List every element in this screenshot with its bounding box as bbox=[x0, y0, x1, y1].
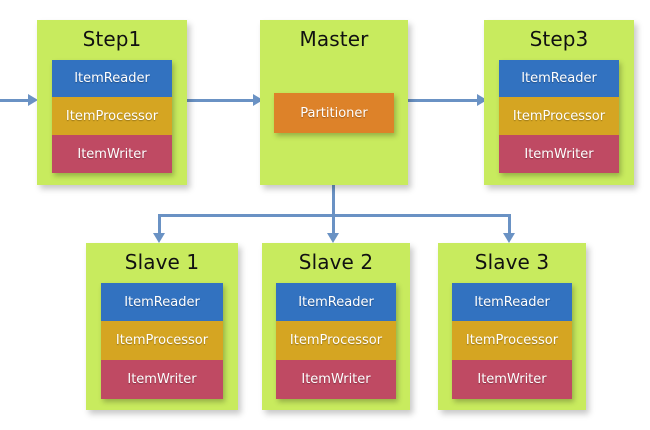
panel-step1-stack: ItemReader ItemProcessor ItemWriter bbox=[52, 60, 172, 173]
connector-master-to-slave2-arrowhead bbox=[327, 233, 339, 243]
connector-step1-to-master-line bbox=[186, 99, 262, 102]
connector-master-to-step3-arrowhead bbox=[477, 94, 487, 106]
panel-master-stack: Partitioner bbox=[274, 93, 394, 133]
connector-master-to-slave1-line bbox=[158, 214, 161, 236]
band-step1-itemreader[interactable]: ItemReader bbox=[52, 60, 172, 97]
panel-step1-title: Step1 bbox=[82, 27, 142, 51]
panel-slave2-stack: ItemReader ItemProcessor ItemWriter bbox=[276, 283, 396, 399]
panel-step1[interactable]: Step1 ItemReader ItemProcessor ItemWrite… bbox=[37, 20, 187, 185]
band-step1-itemwriter[interactable]: ItemWriter bbox=[52, 135, 172, 173]
panel-step3-stack: ItemReader ItemProcessor ItemWriter bbox=[499, 60, 619, 173]
band-slave1-itemprocessor[interactable]: ItemProcessor bbox=[101, 321, 223, 360]
panel-slave1-stack: ItemReader ItemProcessor ItemWriter bbox=[101, 283, 223, 399]
band-slave3-itemreader[interactable]: ItemReader bbox=[452, 283, 572, 321]
connector-step1-to-master-arrowhead bbox=[253, 94, 263, 106]
band-slave2-itemprocessor[interactable]: ItemProcessor bbox=[276, 321, 396, 360]
connector-master-to-slave1-arrowhead bbox=[153, 233, 165, 243]
panel-master-title: Master bbox=[299, 27, 369, 51]
band-step1-itemprocessor[interactable]: ItemProcessor bbox=[52, 97, 172, 135]
connector-master-stem bbox=[332, 184, 335, 216]
band-slave1-itemreader[interactable]: ItemReader bbox=[101, 283, 223, 321]
band-slave2-itemwriter[interactable]: ItemWriter bbox=[276, 360, 396, 399]
panel-slave3[interactable]: Slave 3 ItemReader ItemProcessor ItemWri… bbox=[438, 243, 586, 410]
panel-slave1-title: Slave 1 bbox=[124, 250, 200, 274]
band-slave3-itemwriter[interactable]: ItemWriter bbox=[452, 360, 572, 399]
band-step3-itemwriter[interactable]: ItemWriter bbox=[499, 135, 619, 173]
panel-step3-title: Step3 bbox=[529, 27, 589, 51]
connector-master-to-slave2-line bbox=[332, 214, 335, 236]
connector-entry-to-step1-arrowhead bbox=[28, 94, 38, 106]
connector-entry-to-step1-line bbox=[0, 99, 34, 102]
panel-slave3-stack: ItemReader ItemProcessor ItemWriter bbox=[452, 283, 572, 399]
panel-master[interactable]: Master Partitioner bbox=[260, 20, 408, 185]
band-slave1-itemwriter[interactable]: ItemWriter bbox=[101, 360, 223, 399]
panel-step3[interactable]: Step3 ItemReader ItemProcessor ItemWrite… bbox=[484, 20, 634, 185]
band-master-partitioner[interactable]: Partitioner bbox=[274, 93, 394, 133]
connector-master-to-slave3-line bbox=[508, 214, 511, 236]
band-slave3-itemprocessor[interactable]: ItemProcessor bbox=[452, 321, 572, 360]
panel-slave2-title: Slave 2 bbox=[298, 250, 374, 274]
band-slave2-itemreader[interactable]: ItemReader bbox=[276, 283, 396, 321]
band-step3-itemprocessor[interactable]: ItemProcessor bbox=[499, 97, 619, 135]
connector-master-to-slave3-arrowhead bbox=[503, 233, 515, 243]
panel-slave1[interactable]: Slave 1 ItemReader ItemProcessor ItemWri… bbox=[86, 243, 238, 410]
connector-master-to-step3-line bbox=[407, 99, 485, 102]
panel-slave2[interactable]: Slave 2 ItemReader ItemProcessor ItemWri… bbox=[262, 243, 410, 410]
band-step3-itemreader[interactable]: ItemReader bbox=[499, 60, 619, 97]
panel-slave3-title: Slave 3 bbox=[474, 250, 550, 274]
